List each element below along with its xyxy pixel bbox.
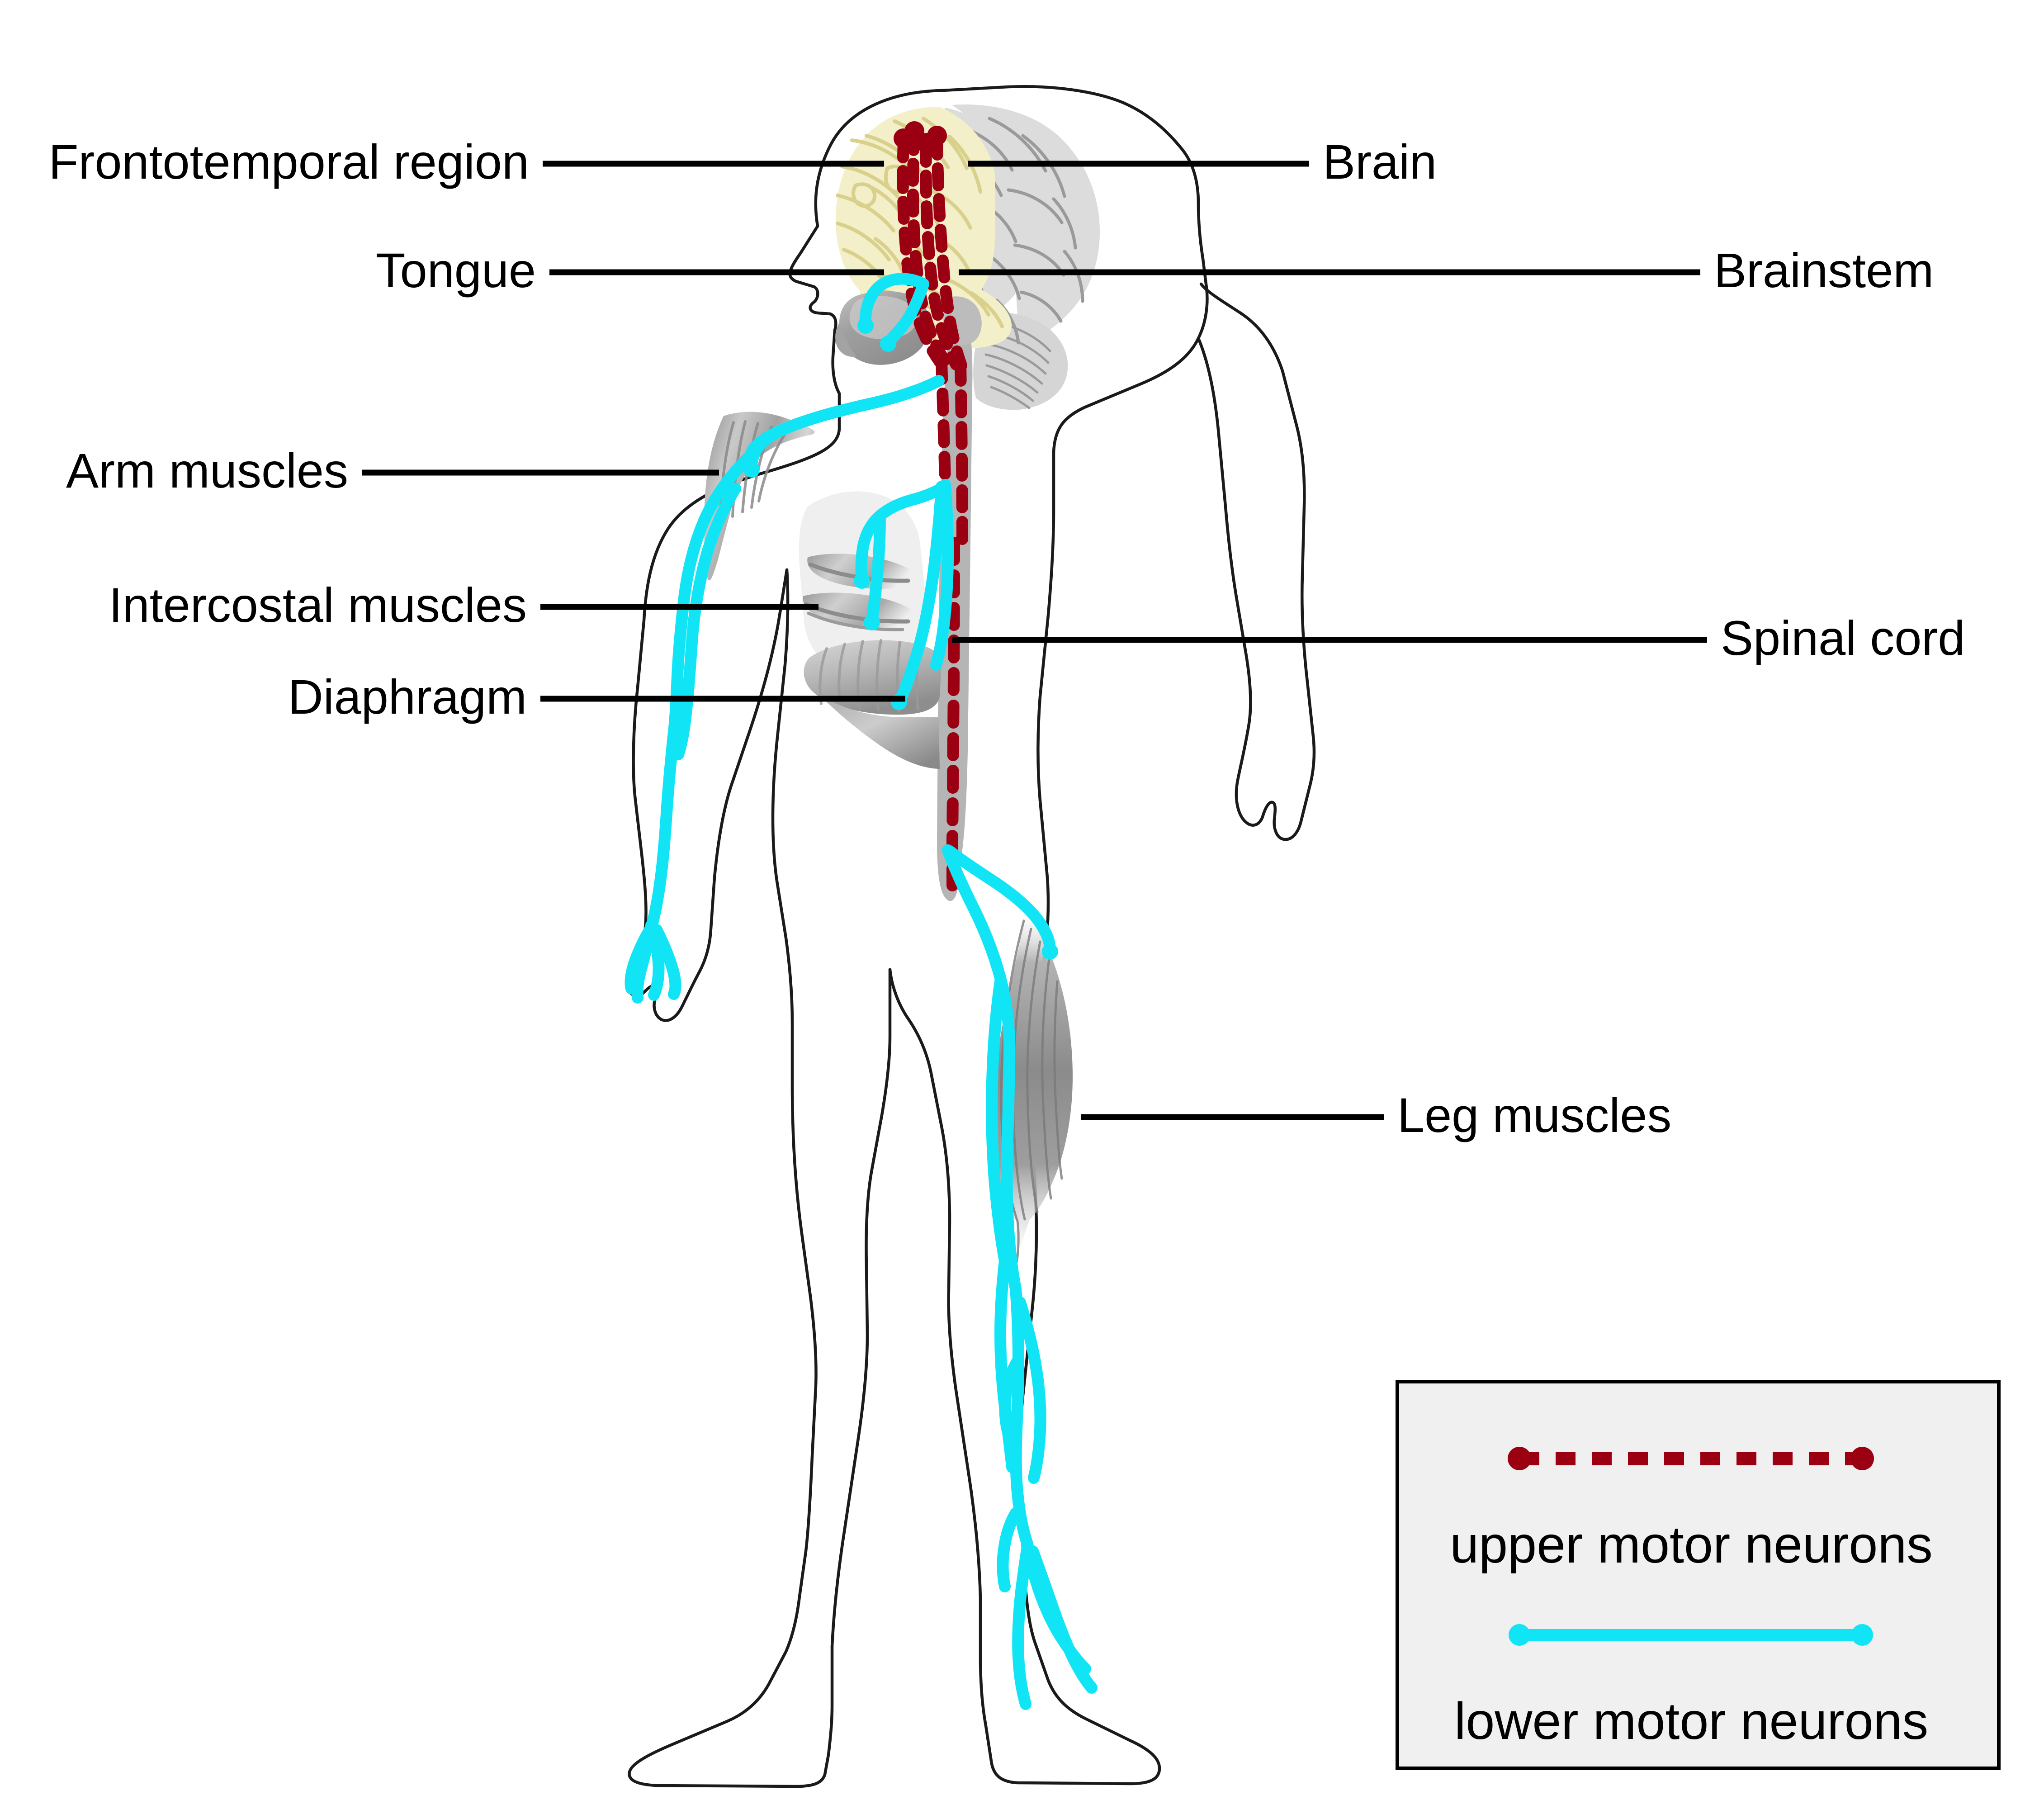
lmn-thigh-2 (986, 976, 1011, 1267)
intercostal-muscles (803, 554, 919, 631)
lmn-leg-feed-1 (944, 845, 1056, 956)
diaphragm-skirt (814, 689, 940, 769)
lmn-foot-3 (1027, 1545, 1098, 1694)
label-frontotemporal-region: Frontotemporal region (48, 134, 529, 189)
lmn-tongue-branch-1 (859, 273, 927, 330)
lmn-arm-descend-1 (669, 449, 757, 729)
lmn-intercostal-branch-2 (866, 511, 886, 626)
legend-label-lower-motor-neurons: lower motor neurons (1454, 1692, 1928, 1750)
label-brainstem: Brainstem (1714, 243, 1934, 298)
body-silhouette (625, 85, 1316, 1788)
label-brain: Brain (1323, 134, 1437, 189)
lmn-calf-3 (1014, 1297, 1046, 1484)
lmn-arm-descend-2 (672, 483, 741, 760)
umn-tract-3 (920, 139, 962, 370)
lmn-thoracic-trunk (894, 481, 947, 706)
legend-swatch-upper-dot-right (1850, 1447, 1874, 1470)
label-intercostal-muscles: Intercostal muscles (109, 578, 527, 632)
legend-entry-upper-motor-neurons: upper motor neurons (1450, 1447, 1933, 1574)
umn-cord-main (946, 537, 960, 892)
label-arm-muscles: Arm muscles (66, 443, 348, 498)
lmn-calf-branch (999, 1354, 1024, 1437)
umn-cord-right (955, 358, 968, 549)
legend-label-upper-motor-neurons: upper motor neurons (1450, 1516, 1933, 1574)
lmn-intercostal-terminal-2 (864, 614, 880, 630)
umn-tract-2 (907, 127, 953, 370)
deltoid-shape (704, 412, 815, 581)
lmn-thigh-1 (1001, 1040, 1022, 1295)
lmn-calf-2 (994, 1255, 1018, 1473)
lmn-foot-2 (1012, 1541, 1033, 1710)
legend-swatch-lower-dot-right (1851, 1624, 1873, 1646)
leader-lines (362, 161, 1707, 1120)
umn-tract-4 (931, 132, 967, 371)
lmn-leg-feed-2 (942, 844, 1015, 1051)
lmn-tongue-terminal-1 (857, 317, 874, 334)
legend-swatch-lower-dot-left (1509, 1624, 1530, 1646)
legend: upper motor neurons lower motor neurons (1396, 1380, 2001, 1770)
lmn-foot-4 (997, 1507, 1022, 1592)
label-spinal-cord: Spinal cord (1721, 611, 1965, 665)
labels: Frontotemporal region Tongue Arm muscles… (48, 134, 1965, 1142)
lmn-arm-descend-3 (644, 718, 681, 937)
label-leg-muscles: Leg muscles (1397, 1088, 1671, 1142)
lmn-hand-branch-2 (631, 925, 656, 1004)
legend-swatch-upper-dot-left (1508, 1447, 1531, 1470)
legend-entry-lower-motor-neurons: lower motor neurons (1454, 1624, 1928, 1750)
lmn-hand-branch-4 (651, 924, 681, 1000)
rib-2-shadow-b (807, 611, 904, 631)
label-tongue: Tongue (376, 243, 536, 298)
legend-box (1396, 1380, 2001, 1770)
tongue-tip (835, 323, 856, 357)
lmn-tongue-terminal-2 (880, 336, 896, 352)
lmn-intercostal-terminal-1 (854, 573, 870, 589)
label-diaphragm: Diaphragm (288, 669, 527, 724)
lmn-calf-1 (1010, 1283, 1033, 1550)
lmn-intercostal-feed (857, 483, 947, 554)
lower-motor-neuron-nerves (625, 273, 1098, 1710)
lmn-quadriceps-terminal (1042, 943, 1058, 960)
lmn-thoracic-trunk-2 (930, 479, 954, 671)
